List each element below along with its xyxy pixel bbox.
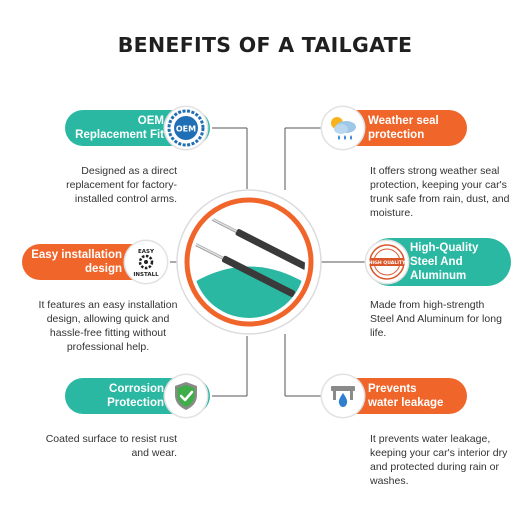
benefit-corrosion-description: Coated surface to resist rust and wear. (45, 433, 177, 459)
benefit-quality-description: Made from high-strength Steel And Alumin… (370, 299, 502, 339)
svg-text:OEM: OEM (176, 125, 196, 134)
easy-install-icon: EASY INSTALL (125, 241, 167, 283)
benefit-weather-description: It offers strong weather seal protection… (370, 165, 510, 219)
benefit-install-description: It features an easy installation design,… (38, 299, 178, 353)
water-drop-icon (322, 375, 364, 417)
benefit-leakage-title: Prevents water leakage (368, 383, 444, 409)
benefit-corrosion-title: Corrosion Protection (107, 383, 164, 409)
svg-text:EASY: EASY (138, 249, 155, 255)
benefit-oem-title: OEM Replacement Fit (75, 115, 164, 141)
oem-badge-icon: OEM (165, 107, 207, 149)
benefit-install-title: Easy installation design (31, 249, 122, 275)
benefit-quality-title: High-Quality Steel And Aluminum (410, 242, 479, 282)
benefit-weather-title: Weather seal protection (368, 115, 439, 141)
benefit-oem-description: Designed as a direct replacement for fac… (66, 165, 177, 205)
gas-strut-hub-image (176, 189, 322, 335)
shield-check-icon (165, 375, 207, 417)
high-quality-stamp-icon: HIGH QUALITY (366, 241, 408, 283)
weather-icon (322, 107, 364, 149)
svg-text:HIGH QUALITY: HIGH QUALITY (369, 260, 407, 266)
svg-text:INSTALL: INSTALL (133, 272, 159, 278)
benefit-leakage-description: It prevents water leakage, keeping your … (370, 433, 508, 487)
page-title: BENEFITS OF A TAILGATE (117, 33, 413, 57)
